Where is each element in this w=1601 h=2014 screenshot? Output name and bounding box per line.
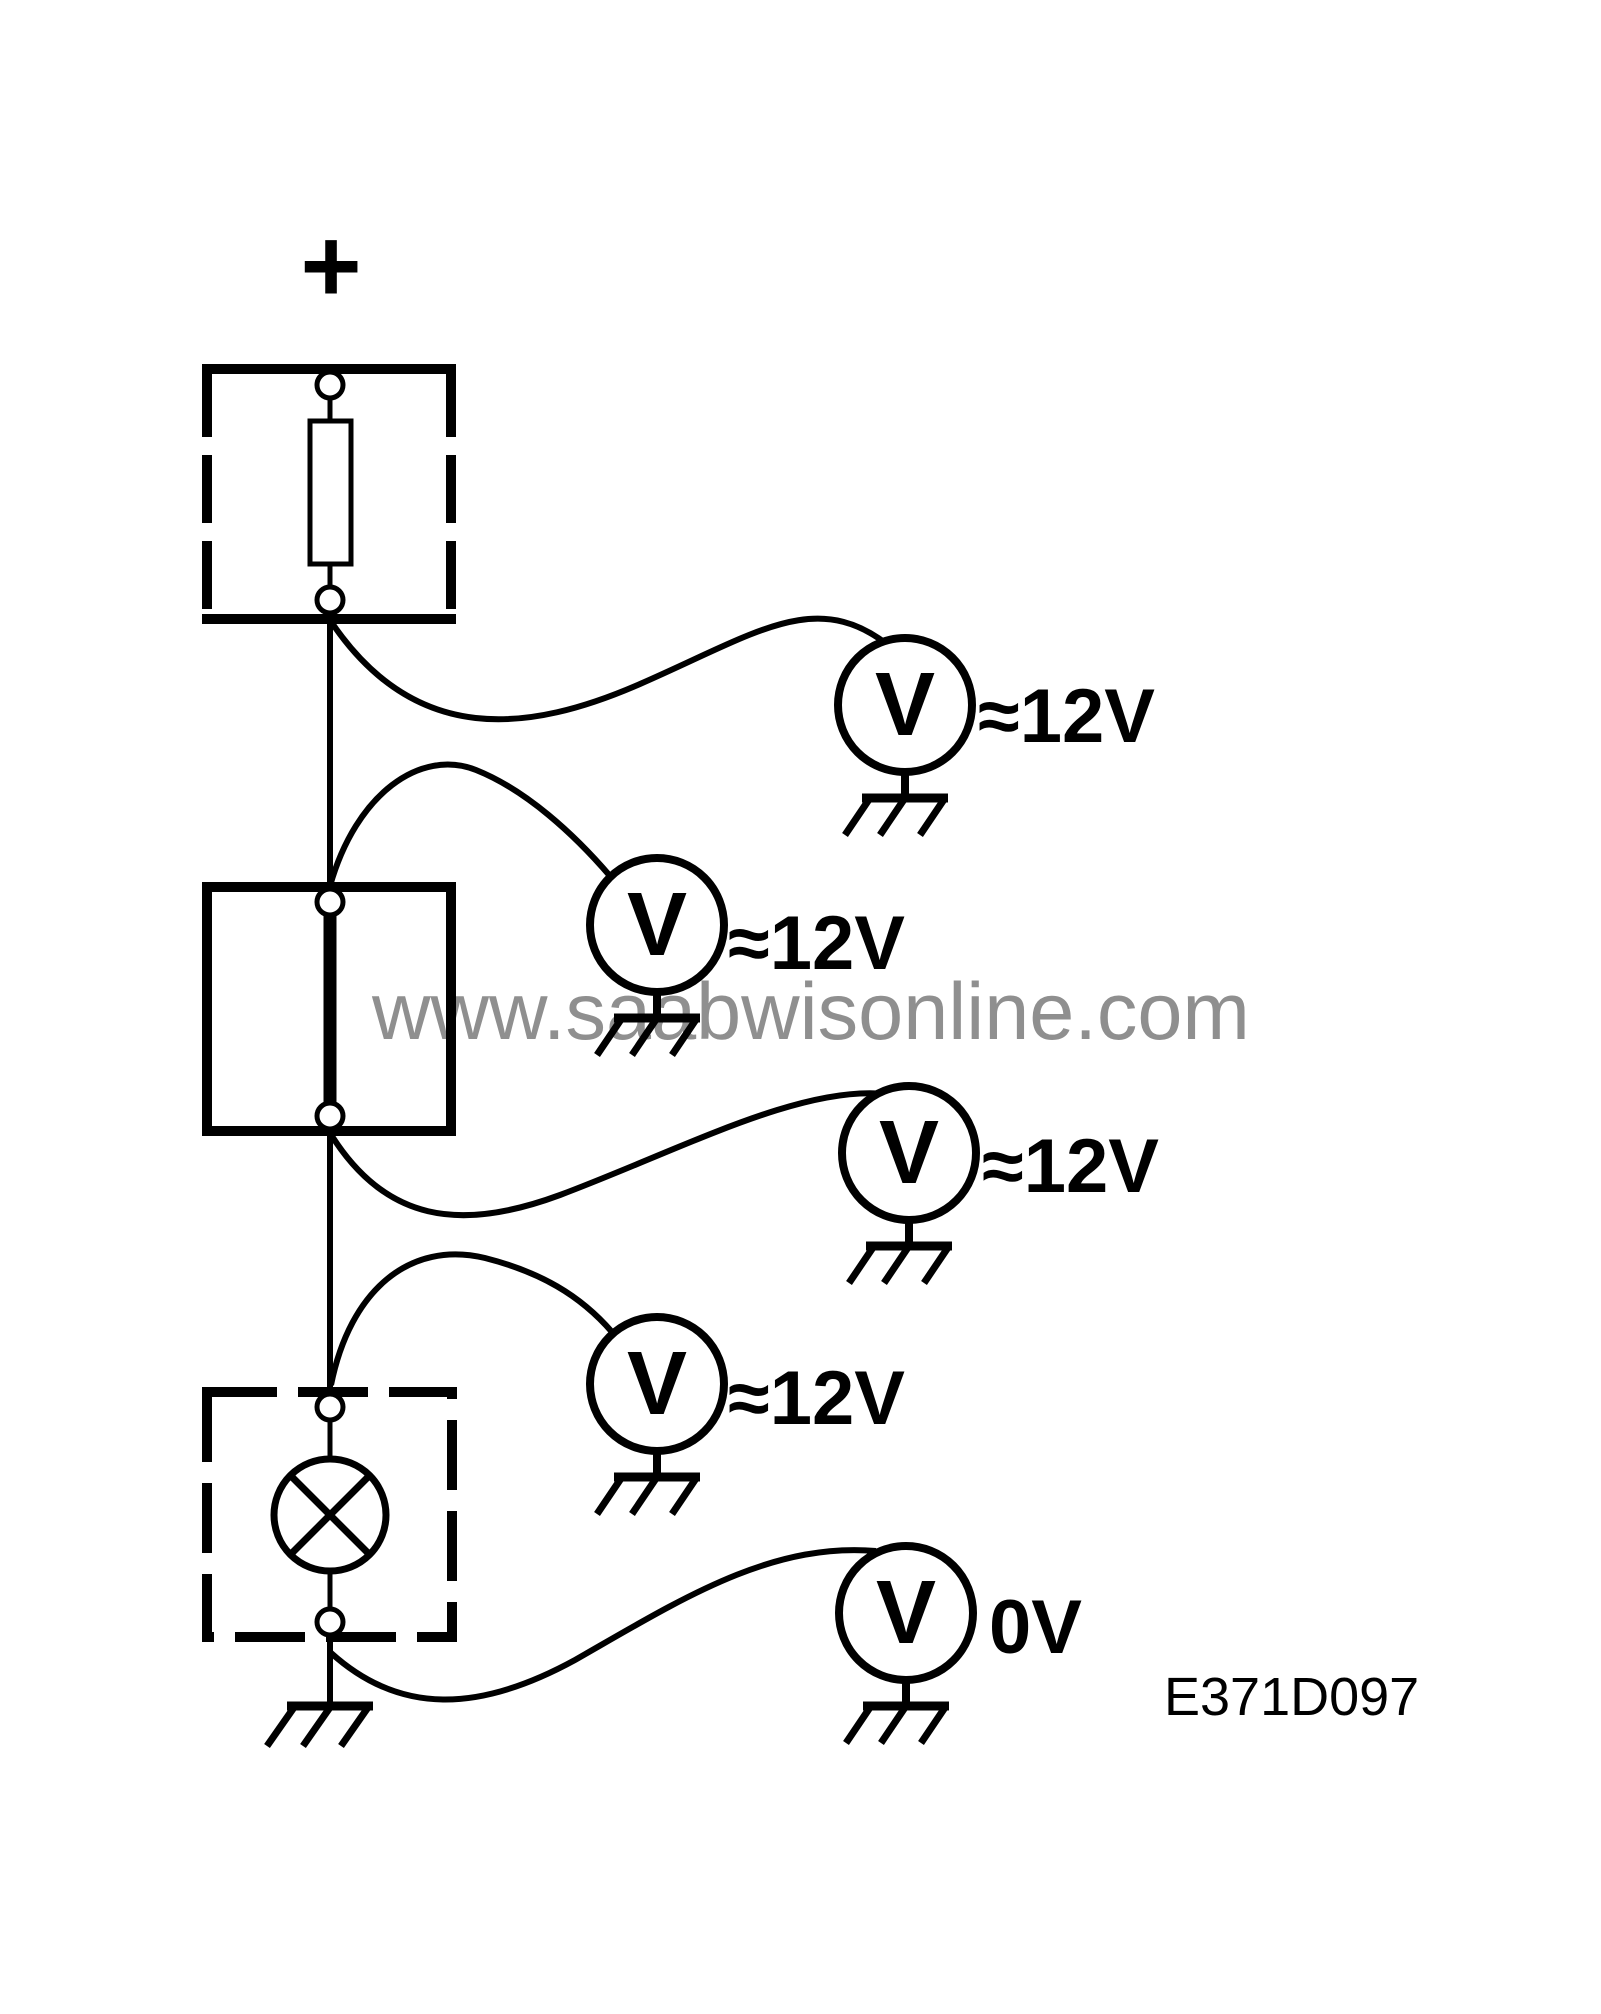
switch-terminal-top — [314, 886, 346, 918]
lead-lamp-output — [327, 1547, 877, 1703]
voltmeter-lamp-output-letter: V — [875, 1562, 937, 1663]
lead-switch-output — [327, 1090, 887, 1219]
circuit-ground-icon — [264, 1701, 373, 1749]
fuse-terminal-bottom — [314, 584, 346, 616]
lead-lamp-input — [328, 1251, 615, 1386]
fuse-icon — [307, 398, 354, 587]
switch-terminal-bottom — [314, 1100, 346, 1132]
fuse-box — [202, 364, 456, 624]
lead-switch-input — [327, 761, 613, 887]
reading-lamp-output: 0V — [989, 1585, 1082, 1670]
meter-ground-icon-1 — [842, 772, 948, 837]
battery-positive-label: + — [300, 208, 362, 325]
terminals — [314, 369, 346, 1638]
lamp-icon — [270, 1420, 390, 1608]
lead-after-fuse — [327, 615, 890, 723]
reading-lamp-input: ≈12V — [728, 1356, 905, 1441]
voltmeter-after-fuse-letter: V — [874, 654, 936, 755]
voltmeter-lamp-input-letter: V — [626, 1333, 688, 1434]
voltmeter-switch-input-letter: V — [626, 874, 688, 975]
lamp-terminal-bottom — [314, 1606, 346, 1638]
voltmeter-circles — [586, 634, 980, 1684]
meter-ground-icon-5 — [843, 1680, 949, 1745]
reading-switch-input: ≈12V — [728, 901, 905, 986]
reading-after-fuse: ≈12V — [978, 674, 1155, 759]
meter-ground-icon-2 — [594, 992, 700, 1057]
measurement-leads — [327, 615, 890, 1703]
watermark: www.saabwisonline.com — [372, 967, 1250, 1057]
figure-code: E371D097 — [1164, 1667, 1420, 1727]
voltmeter-switch-output-letter: V — [878, 1102, 940, 1203]
fuse-terminal-top — [314, 369, 346, 401]
lamp-terminal-top — [314, 1391, 346, 1423]
meter-ground-icon-4 — [594, 1451, 700, 1516]
meter-ground-icon-3 — [846, 1220, 952, 1285]
reading-switch-output: ≈12V — [982, 1124, 1159, 1209]
